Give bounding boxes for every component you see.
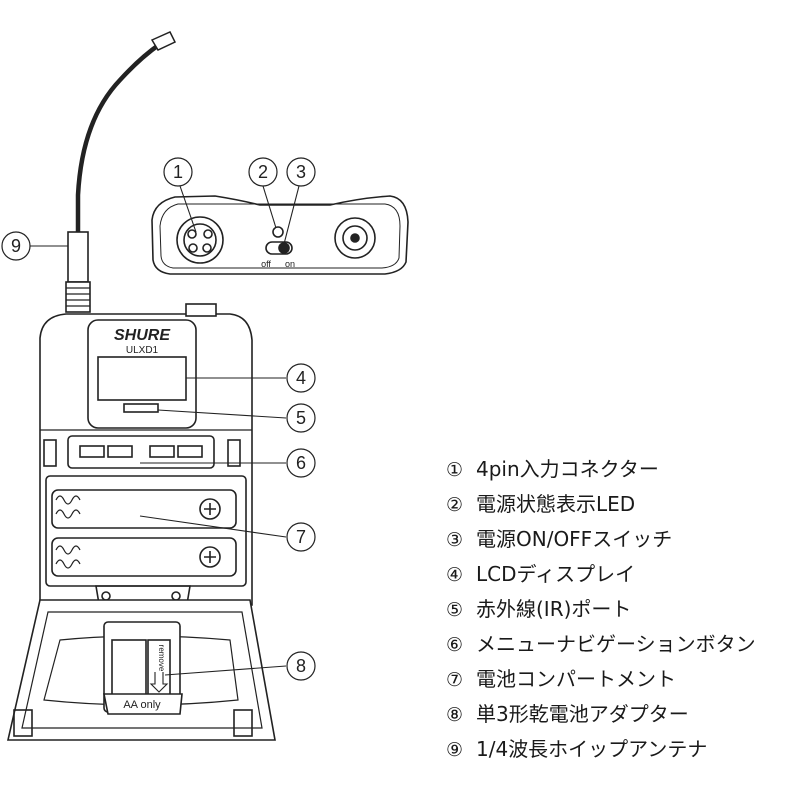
leader-line: [262, 185, 277, 229]
antenna-jack: [334, 217, 376, 259]
legend-number: ⑥: [446, 634, 464, 656]
legend-item: ⑤ 赤外線(IR)ポート: [446, 594, 756, 629]
legend-number: ⑨: [446, 739, 464, 761]
menu-button: [79, 445, 105, 458]
legend-item: ⑧ 単3形乾電池アダプター: [446, 699, 756, 734]
leader-line: [164, 665, 287, 676]
aa-tab: [103, 693, 183, 715]
antenna-tip: [150, 31, 177, 51]
battery-adapter-label: AA only: [123, 699, 161, 711]
menu-button: [149, 445, 175, 458]
callout-7-label: 7: [296, 527, 306, 547]
callout-9-label: 9: [11, 236, 21, 256]
legend-text: 単3形乾電池アダプター: [476, 702, 689, 726]
ir-port: [123, 403, 159, 413]
callout-7: [286, 522, 316, 552]
callout-6-label: 6: [296, 453, 306, 473]
callout-6: [286, 448, 316, 478]
callout-3-label: 3: [296, 162, 306, 182]
leader-line: [139, 515, 287, 538]
callout-3: [286, 157, 316, 187]
legend-item: ④ LCDディスプレイ: [446, 559, 756, 594]
legend-number: ②: [446, 494, 464, 516]
callout-1-label: 1: [173, 162, 183, 182]
power-led: [272, 226, 284, 238]
callout-4: [286, 363, 316, 393]
antenna-base: [65, 281, 91, 313]
legend-number: ⑦: [446, 669, 464, 691]
button-strip: [67, 435, 215, 469]
legend-number: ⑧: [446, 704, 464, 726]
plus-icon: [199, 498, 221, 520]
callout-2-label: 2: [258, 162, 268, 182]
leader-line: [283, 185, 300, 245]
menu-button: [177, 445, 203, 458]
arrow-down-icon: [149, 672, 169, 693]
battery-slot: [51, 537, 237, 577]
callout-5-label: 5: [296, 408, 306, 428]
legend-item: ⑨ 1/4波長ホイップアンテナ: [446, 734, 756, 769]
legend-item: ⑥ メニューナビゲーションボタン: [446, 629, 756, 664]
leader-line: [179, 185, 197, 233]
battery-spring: [55, 545, 81, 569]
menu-button: [107, 445, 133, 458]
legend-text: メニューナビゲーションボタン: [476, 632, 756, 656]
callout-8-label: 8: [296, 656, 306, 676]
legend-number: ④: [446, 564, 464, 586]
legend-number: ⑤: [446, 599, 464, 621]
battery-spring: [55, 495, 81, 519]
input-connector: [176, 216, 224, 264]
legend-item: ③ 電源ON/OFFスイッチ: [446, 524, 756, 559]
brand-logo: SHURE: [114, 327, 171, 344]
legend-item: ② 電源状態表示LED: [446, 489, 756, 524]
transmitter-body: [39, 313, 253, 606]
antenna-collar: [67, 231, 89, 283]
callout-8: [286, 651, 316, 681]
top-panel: [151, 195, 409, 275]
legend-text: 電源ON/OFFスイッチ: [476, 527, 673, 551]
legend-text: 赤外線(IR)ポート: [476, 597, 632, 621]
callout-9: [1, 231, 31, 261]
switch-off-label: off: [261, 259, 271, 269]
model-label: ULXD1: [126, 345, 159, 356]
leader-line: [157, 409, 287, 419]
legend-number: ③: [446, 529, 464, 551]
front-panel: [87, 319, 197, 429]
battery-slot: [51, 489, 237, 529]
legend-text: LCDディスプレイ: [476, 562, 636, 586]
legend-text: 電源状態表示LED: [476, 492, 636, 516]
callout-4-label: 4: [296, 368, 306, 388]
callout-2: [248, 157, 278, 187]
remove-label: remove: [157, 645, 166, 672]
antenna: [75, 42, 162, 232]
legend-number: ①: [446, 459, 464, 481]
legend-text: 4pin入力コネクター: [476, 457, 659, 481]
switch-on-label: on: [285, 259, 295, 269]
callout-5: [286, 403, 316, 433]
callout-1: [163, 157, 193, 187]
legend-text: 電池コンパートメント: [476, 667, 676, 691]
legend-item: ⑦ 電池コンパートメント: [446, 664, 756, 699]
legend-item: ① 4pin入力コネクター: [446, 454, 756, 489]
power-switch: [265, 241, 293, 255]
plus-icon: [199, 546, 221, 568]
legend-text: 1/4波長ホイップアンテナ: [476, 737, 708, 761]
